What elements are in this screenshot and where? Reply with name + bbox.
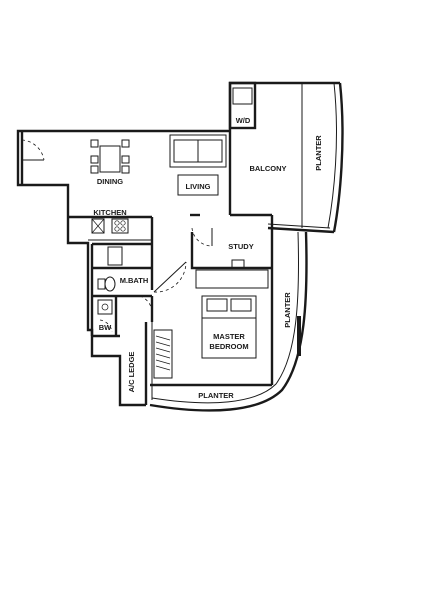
desk-chair bbox=[231, 259, 245, 269]
bath-fixtures bbox=[97, 276, 116, 315]
wardrobe bbox=[153, 329, 173, 379]
balcony-wall bbox=[228, 81, 340, 215]
bedroom-door-leaf bbox=[153, 261, 187, 293]
sofa-cushion bbox=[173, 139, 199, 163]
exterior-wall-left bbox=[16, 129, 230, 407]
outer-walls bbox=[16, 81, 344, 412]
bw-basin bbox=[97, 299, 113, 315]
dining-chair bbox=[90, 155, 99, 164]
study-door-swing bbox=[191, 227, 213, 247]
sofa bbox=[169, 134, 227, 168]
label-planter-bottom: PLANTER bbox=[198, 391, 234, 400]
kitchen-sink bbox=[91, 218, 105, 234]
label-planter-balcony: PLANTER bbox=[314, 135, 323, 171]
planter-outer-curve bbox=[149, 231, 308, 412]
label-ac-ledge: A/C LEDGE bbox=[127, 352, 136, 393]
label-wd: W/D bbox=[236, 116, 251, 125]
bedroom-door-swing bbox=[153, 261, 187, 293]
cooktop bbox=[111, 218, 129, 234]
bath-door-swing bbox=[139, 295, 153, 313]
balcony-curved-edge bbox=[332, 82, 344, 233]
label-master-bedroom-line2: BEDROOM bbox=[209, 342, 248, 351]
dining-set bbox=[90, 139, 130, 174]
dining-chair bbox=[121, 139, 130, 148]
bath-vanity bbox=[107, 246, 123, 266]
dining-chair bbox=[121, 155, 130, 164]
toilet-tank bbox=[97, 278, 106, 290]
label-mbath: M.BATH bbox=[120, 276, 149, 285]
sofa-cushion bbox=[197, 139, 223, 163]
dining-chair bbox=[121, 165, 130, 174]
living-tv-console bbox=[177, 174, 219, 196]
label-kitchen: KITCHEN bbox=[93, 208, 126, 217]
entrance-door-swing bbox=[21, 139, 45, 161]
kitchen-fixtures bbox=[91, 218, 129, 266]
study-wall bbox=[190, 232, 272, 270]
label-balcony: BALCONY bbox=[249, 164, 286, 173]
wardrobe-frame bbox=[153, 329, 173, 379]
bw-door-swing bbox=[99, 319, 113, 333]
label-bw: BW bbox=[99, 323, 112, 332]
toilet bbox=[104, 276, 116, 292]
label-study: STUDY bbox=[228, 242, 253, 251]
balcony-rail-inner bbox=[267, 223, 331, 229]
pillow bbox=[230, 298, 252, 312]
interior-walls bbox=[68, 213, 274, 405]
bed bbox=[201, 295, 257, 359]
bed-frame bbox=[201, 295, 257, 359]
dining-chair bbox=[90, 165, 99, 174]
dining-table bbox=[99, 145, 121, 173]
study-desk bbox=[195, 259, 269, 289]
desk-top bbox=[195, 269, 269, 289]
wd-box bbox=[228, 81, 257, 130]
pillow bbox=[206, 298, 228, 312]
doors bbox=[21, 139, 213, 333]
wd-machine bbox=[232, 87, 253, 105]
balcony-curved-edge-inner bbox=[327, 82, 337, 229]
planter-bar bbox=[297, 316, 301, 356]
label-living: LIVING bbox=[185, 182, 210, 191]
sofa-frame bbox=[169, 134, 227, 168]
label-dining: DINING bbox=[97, 177, 123, 186]
label-planter-right: PLANTER bbox=[283, 292, 292, 328]
label-master-bedroom-line1: MASTER bbox=[213, 332, 245, 341]
balcony-rail bbox=[267, 226, 335, 234]
planter-inner-curve bbox=[151, 231, 300, 404]
dining-chair bbox=[90, 139, 99, 148]
